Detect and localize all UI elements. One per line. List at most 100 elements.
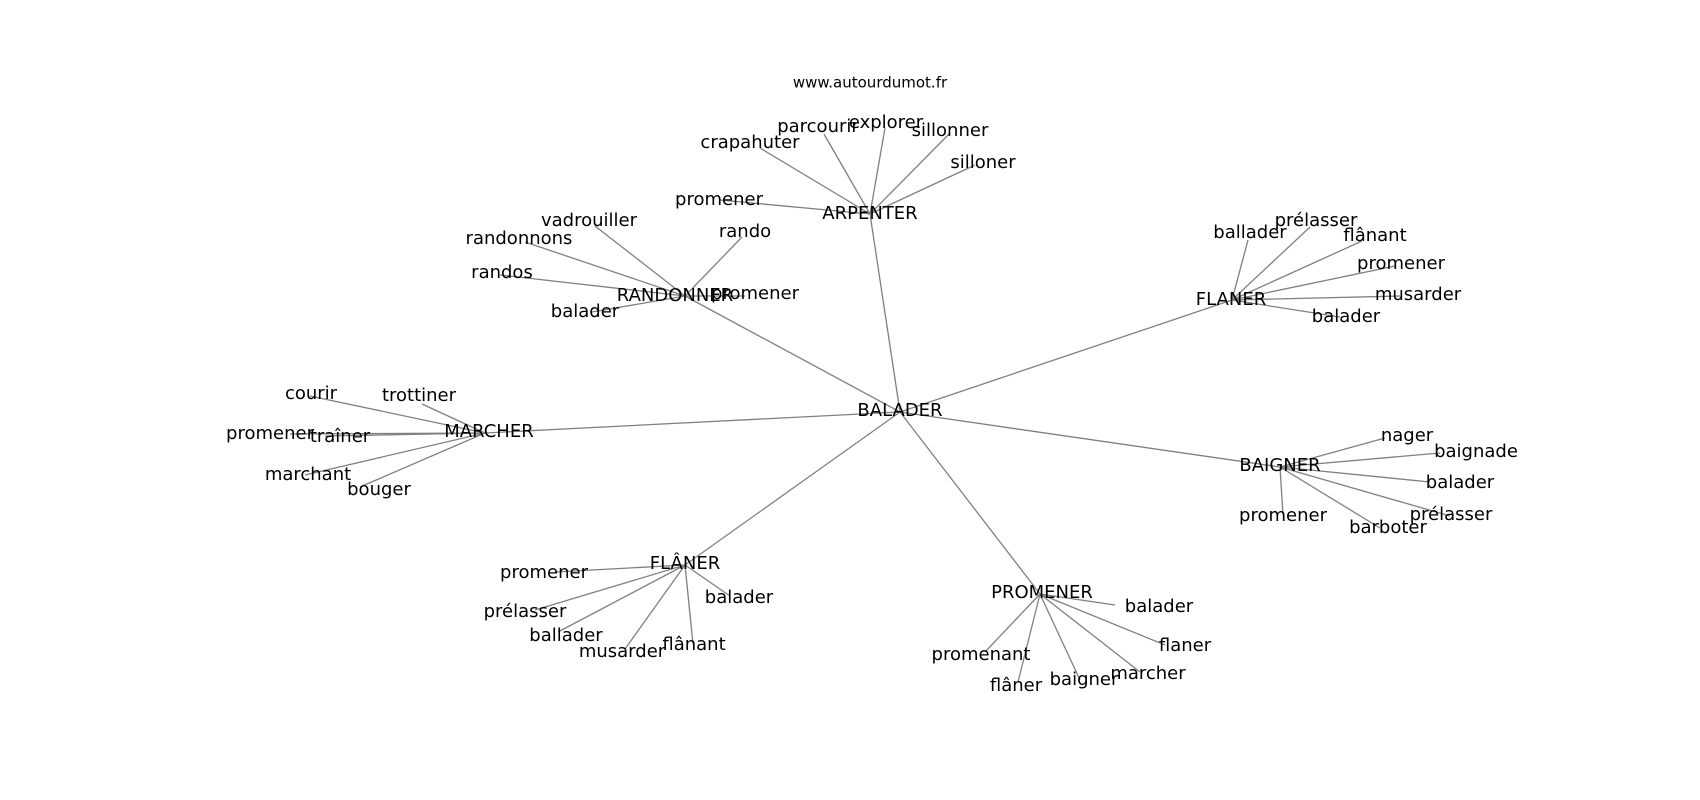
hub-node-marcher: MARCHER [444,421,533,442]
edge-promener-leaf-0 [1039,593,1116,606]
leaf-node-randonner-5: promener [711,283,800,304]
edge-marcher-leaf-3 [324,432,486,437]
edge-baigner-leaf-1 [1279,452,1441,468]
leaf-node-baigner-4: barboter [1349,517,1427,538]
leaf-node-marcher-4: marchant [265,464,351,485]
edge-root-to-randonner [684,295,901,413]
leaf-node-marcher-3: traîner [310,426,371,447]
edge-flaner-accent-leaf-5 [684,564,731,597]
edge-marcher-leaf-5 [359,432,486,488]
leaf-node-arpenter-0: crapahuter [700,132,800,153]
leaf-node-marcher-2: promener [226,423,315,444]
edge-flaner-leaf-3 [1231,265,1396,301]
hub-node-promener: PROMENER [991,582,1093,603]
hub-node-randonner: RANDONNER [617,285,733,306]
edge-flaner-leaf-4 [1231,295,1401,301]
edge-flaner-leaf-0 [1231,239,1249,301]
edge-promener-leaf-4 [1017,593,1041,683]
edge-flaner-accent-leaf-4 [684,564,694,645]
leaf-node-flaner-4: musarder [1375,284,1462,305]
edge-marcher-leaf-1 [421,403,486,434]
edge-randonner-leaf-3 [591,295,686,313]
edge-randonner-leaf-4 [684,236,743,297]
leaf-node-promener-2: marcher [1110,663,1186,684]
leaf-node-promener-3: baigner [1050,669,1119,690]
leaf-node-flaner-accent-2: ballader [529,625,603,646]
edge-arpenter-leaf-2 [869,127,886,215]
leaf-node-flaner-1: prélasser [1275,210,1358,231]
root-node-label: BALADER [857,400,942,421]
leaf-node-flaner-3: promener [1357,253,1446,274]
leaf-node-randonner-4: rando [719,221,771,242]
leaf-node-baigner-5: promener [1239,505,1328,526]
leaf-node-flaner-5: balader [1312,306,1381,327]
leaf-node-flaner-accent-1: prélasser [484,601,567,622]
hub-node-arpenter: ARPENTER [822,203,917,224]
leaf-node-promener-1: flaner [1159,635,1212,656]
leaf-node-promener-4: flâner [990,675,1043,696]
hub-node-flaner: FLANER [1196,289,1266,310]
edge-baigner-leaf-5 [1279,466,1284,516]
edge-promener-leaf-3 [1039,593,1081,681]
edge-flaner-leaf-5 [1231,299,1341,318]
edge-arpenter-leaf-1 [823,133,871,215]
source-watermark: www.autourdumot.fr [793,74,948,92]
leaf-node-promener-5: promenant [932,644,1031,665]
leaf-node-marcher-0: courir [285,383,338,404]
edge-promener-leaf-5 [984,593,1041,653]
hub-node-flaner-accent: FLÂNER [650,552,720,574]
edge-flaner-accent-leaf-3 [624,564,686,650]
leaf-node-arpenter-3: sillonner [912,120,989,141]
edge-arpenter-leaf-3 [869,132,951,215]
leaf-node-randonner-1: randonnons [466,228,573,249]
edge-arpenter-leaf-0 [759,147,871,215]
labels-layer: BALADERARPENTERcrapahuterparcourirexplor… [226,112,1518,696]
edge-baigner-leaf-0 [1279,437,1386,468]
leaf-node-flaner-accent-0: promener [500,562,589,583]
leaf-node-arpenter-5: promener [675,189,764,210]
edge-root-to-arpenter [869,213,901,413]
leaf-node-arpenter-4: silloner [950,152,1016,173]
leaf-node-flaner-2: flânant [1343,225,1406,246]
leaf-node-promener-0: balader [1125,596,1194,617]
edge-root-to-promener [899,411,1041,595]
edge-root-to-flaner-accent [684,411,901,566]
edge-randonner-leaf-2 [499,274,686,297]
edge-arpenter-leaf-4 [869,164,976,215]
edge-randonner-leaf-0 [594,225,686,297]
edges-layer [289,127,1451,683]
edge-flaner-leaf-2 [1231,240,1363,301]
leaf-node-flaner-accent-4: flânant [662,634,725,655]
edge-baigner-leaf-3 [1279,466,1451,517]
edge-marcher-leaf-0 [309,395,486,434]
leaf-node-baigner-2: balader [1426,472,1495,493]
edge-root-to-flaner [899,299,1233,413]
leaf-node-marcher-5: bouger [347,479,411,500]
edge-flaner-leaf-1 [1231,226,1311,301]
hub-node-baigner: BAIGNER [1239,455,1320,476]
leaf-node-flaner-0: ballader [1213,222,1287,243]
leaf-node-flaner-accent-3: musarder [579,641,666,662]
leaf-node-baigner-3: prélasser [1410,504,1493,525]
edge-randonner-leaf-1 [524,241,686,297]
edge-flaner-accent-leaf-1 [534,564,686,611]
edge-flaner-accent-leaf-2 [557,564,686,633]
edge-baigner-leaf-4 [1279,466,1381,529]
leaf-node-marcher-1: trottiner [382,385,457,406]
edge-marcher-leaf-4 [304,432,486,476]
edge-promener-leaf-2 [1039,593,1141,673]
leaf-node-randonner-3: balader [551,301,620,322]
edge-flaner-accent-leaf-0 [554,564,686,573]
leaf-node-flaner-accent-5: balader [705,587,774,608]
edge-baigner-leaf-2 [1279,466,1431,483]
leaf-node-randonner-2: randos [471,262,533,283]
edge-arpenter-leaf-5 [719,199,871,215]
leaf-node-randonner-0: vadrouiller [541,210,638,231]
edge-root-to-marcher [484,411,901,434]
edge-promener-leaf-1 [1039,593,1166,646]
edge-root-to-baigner [899,411,1281,468]
leaf-node-baigner-1: baignade [1434,441,1518,462]
leaf-node-arpenter-2: explorer [849,112,924,133]
leaf-node-baigner-0: nager [1381,425,1434,446]
